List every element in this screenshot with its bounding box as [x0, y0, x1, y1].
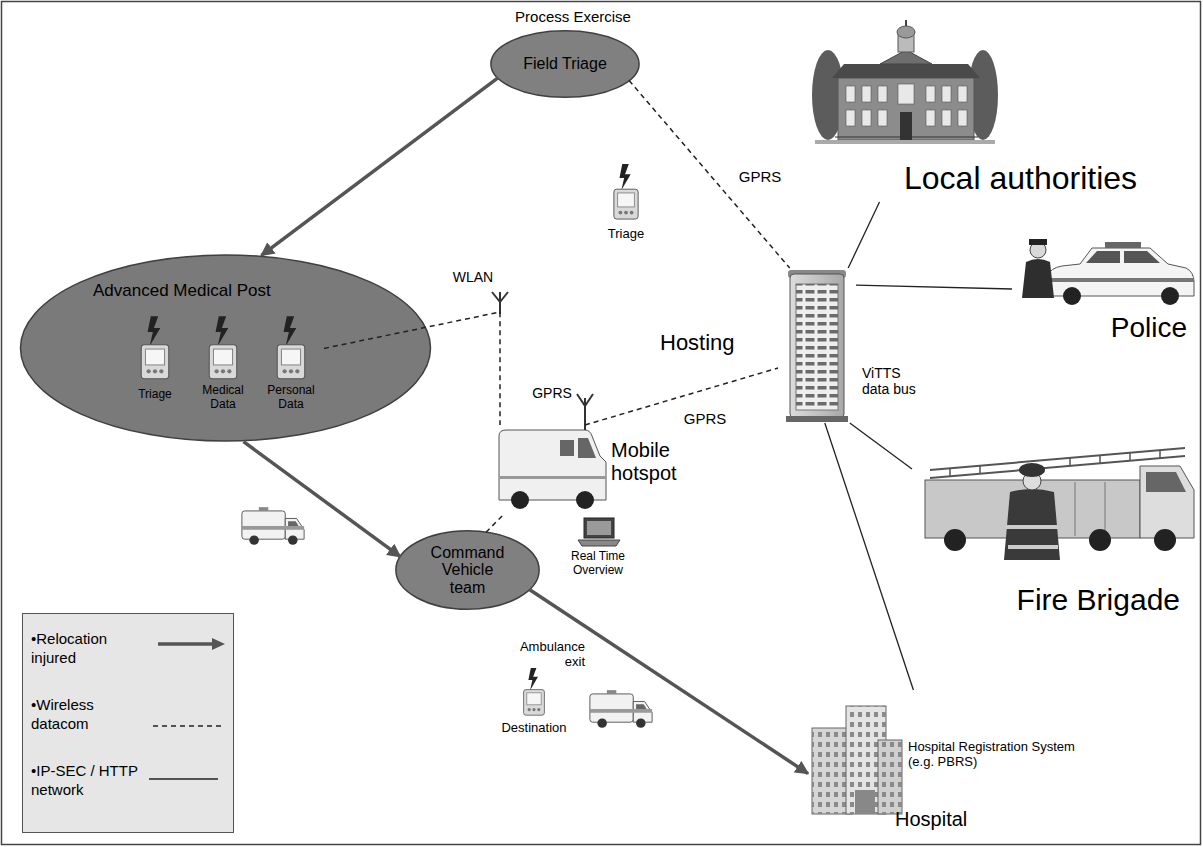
- text-slot: Command Vehicle team: [395, 530, 540, 610]
- network-link: [825, 423, 914, 690]
- node-text: Personal Data: [262, 384, 320, 412]
- network-link: [850, 423, 912, 469]
- text-slot: Triage: [126, 384, 184, 402]
- text-slot: Personal Data: [262, 384, 320, 412]
- text-slot: Hosting: [660, 330, 735, 355]
- label: Ambulance exit: [505, 640, 585, 670]
- text-slot: Police: [1111, 312, 1187, 344]
- text-slot: Mobile hotspot: [611, 439, 693, 485]
- label: Real Time Overview: [558, 550, 638, 578]
- pda-icon: [141, 316, 169, 378]
- text-slot: WLAN: [443, 268, 503, 286]
- text-slot: Process Exercise: [473, 8, 673, 26]
- text-slot: Hospital: [895, 808, 967, 831]
- network-link: [848, 202, 879, 268]
- node-text: Mobile hotspot: [611, 439, 693, 485]
- ellipse-node: Command Vehicle team: [395, 530, 540, 610]
- pda-icon: [209, 316, 237, 378]
- hospital-picture: [812, 706, 902, 814]
- label: GPRS: [532, 385, 572, 401]
- wireless-link: [324, 312, 500, 425]
- ellipse-node: Field Triage: [490, 30, 640, 98]
- text-slot: Ambulance exit: [505, 640, 585, 670]
- node-text: Police: [1111, 312, 1187, 344]
- fire-truck-picture: [925, 448, 1194, 560]
- text-slot: Triage: [596, 224, 656, 242]
- title: Process Exercise: [515, 8, 631, 25]
- relocation-arrow: [261, 78, 498, 256]
- text-slot: Destination: [494, 718, 574, 736]
- node-text: ViTTS data bus: [862, 365, 924, 397]
- relocation-arrow: [529, 590, 808, 774]
- legend-text: •IP-SEC / HTTP network: [31, 762, 146, 800]
- text-slot: GPRS: [730, 168, 790, 186]
- text-slot: •Relocation injured: [31, 630, 146, 668]
- police-picture: [1022, 239, 1194, 305]
- legend-box: •Relocation injured •Wireless datacom •IP-…: [22, 613, 234, 833]
- node-text: Medical Data: [194, 384, 252, 412]
- ambulance-picture: [242, 507, 304, 545]
- edge-label: GPRS: [682, 410, 729, 427]
- text-slot: •Wireless datacom: [31, 696, 146, 734]
- node-text: Fire Brigade: [1017, 583, 1180, 618]
- node-text: Hosting: [660, 330, 735, 355]
- relocation-arrow: [244, 442, 401, 557]
- text-slot: Advanced Medical Post: [93, 281, 271, 301]
- node-text: Triage: [138, 388, 172, 402]
- node-text: Hospital Registration System (e.g. PBRS): [908, 740, 1103, 770]
- node-text: Field Triage: [523, 55, 607, 73]
- wireless-link: [629, 81, 790, 269]
- pda-icon: [614, 164, 638, 219]
- node-text: Advanced Medical Post: [93, 281, 271, 301]
- label: WLAN: [453, 269, 493, 285]
- node-text: Command Vehicle team: [423, 544, 513, 597]
- pda-icon: [524, 668, 545, 715]
- pda-icon: [277, 316, 305, 378]
- text-slot: ViTTS data bus: [862, 365, 924, 398]
- town-hall-picture: [812, 20, 998, 144]
- text-slot: •IP-SEC / HTTP network: [31, 762, 146, 800]
- text-slot: Hospital Registration System (e.g. PBRS): [908, 740, 1103, 770]
- laptop-picture: [578, 518, 620, 546]
- legend-text: •Relocation injured: [31, 630, 146, 668]
- label: Destination: [501, 721, 566, 736]
- text-slot: Field Triage: [490, 30, 640, 98]
- server-picture: [786, 270, 848, 422]
- network-link: [856, 285, 1012, 289]
- edge-label: GPRS: [737, 168, 784, 185]
- text-slot: Fire Brigade: [1017, 583, 1180, 618]
- node-text: Local authorities: [904, 160, 1137, 197]
- text-slot: GPRS: [522, 384, 582, 402]
- text-slot: Medical Data: [194, 384, 252, 412]
- node-text: Hospital: [895, 808, 967, 831]
- antenna-symbol: [492, 292, 593, 430]
- ambulance-picture: [590, 690, 652, 728]
- wireless-link: [486, 513, 505, 532]
- label: Triage: [608, 227, 644, 242]
- text-slot: Real Time Overview: [558, 550, 638, 578]
- legend-text: •Wireless datacom: [31, 696, 146, 734]
- van-picture: [499, 430, 606, 509]
- text-slot: GPRS: [675, 410, 735, 428]
- text-slot: Local authorities: [904, 160, 1137, 197]
